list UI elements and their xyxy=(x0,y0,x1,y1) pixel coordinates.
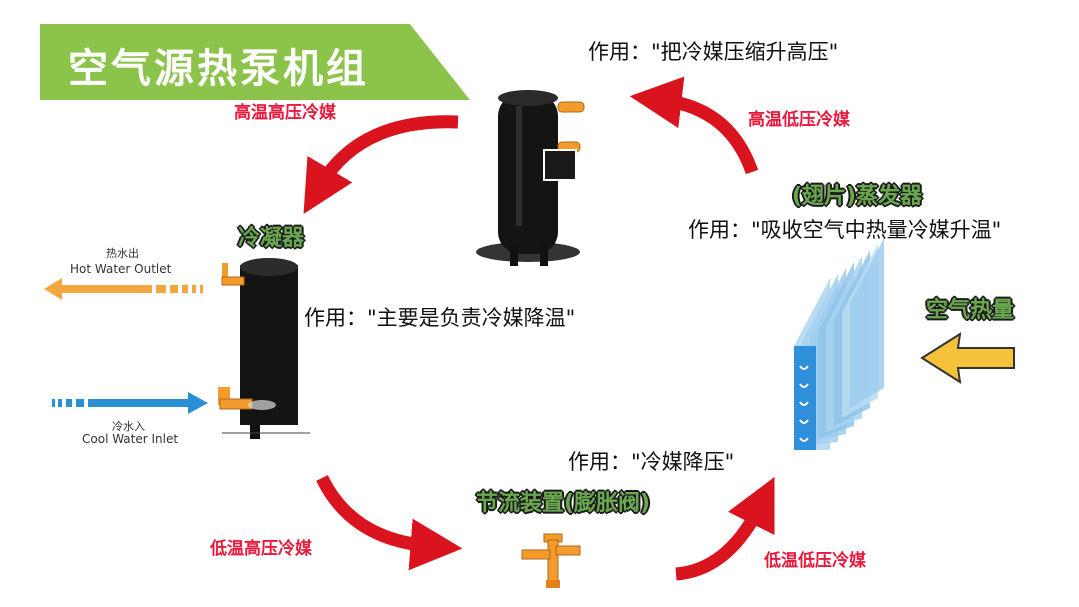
cool-inlet-en: Cool Water Inlet xyxy=(82,432,179,446)
evaporator-name: (翅片)蒸发器 xyxy=(792,184,923,209)
compressor-in-label: 高温低压冷媒 xyxy=(748,110,850,130)
arrow-compressor-to-condenser xyxy=(303,115,459,215)
expansion-valve-image xyxy=(521,533,581,588)
heat-source-label: 空气热量 xyxy=(926,298,1015,323)
evaporator-function: 作用："吸收空气中热量冷媒升温" xyxy=(688,218,1002,242)
compressor-function: 作用："把冷媒压缩升高压" xyxy=(588,40,839,64)
title-banner xyxy=(40,24,470,100)
air-heat-arrow-icon xyxy=(920,331,1015,385)
condenser-out-label: 低温高压冷媒 xyxy=(210,539,312,559)
hot-outlet-cn: 热水出 xyxy=(106,247,139,260)
cool-water-arrow-icon xyxy=(52,392,208,414)
arrow-evaporator-to-compressor xyxy=(629,76,759,175)
cool-inlet-cn: 冷水入 xyxy=(112,420,145,433)
valve-out-label: 低温低压冷媒 xyxy=(764,551,866,571)
condenser-name: 冷凝器 xyxy=(238,226,305,251)
hot-water-arrow-icon xyxy=(44,278,203,300)
arrow-condenser-to-valve xyxy=(316,475,463,571)
hot-outlet-en: Hot Water Outlet xyxy=(70,262,172,276)
page-title: 空气源热泵机组 xyxy=(68,46,369,92)
arrow-valve-to-evaporator xyxy=(675,476,775,581)
condenser-image xyxy=(218,258,310,439)
valve-name: 节流装置(膨胀阀) xyxy=(476,491,651,516)
evaporator-image xyxy=(794,238,884,450)
compressor-image xyxy=(476,90,585,266)
condenser-function: 作用："主要是负责冷媒降温" xyxy=(304,306,576,330)
compressor-out-label: 高温高压冷媒 xyxy=(234,103,336,123)
valve-function: 作用："冷媒降压" xyxy=(568,450,735,474)
